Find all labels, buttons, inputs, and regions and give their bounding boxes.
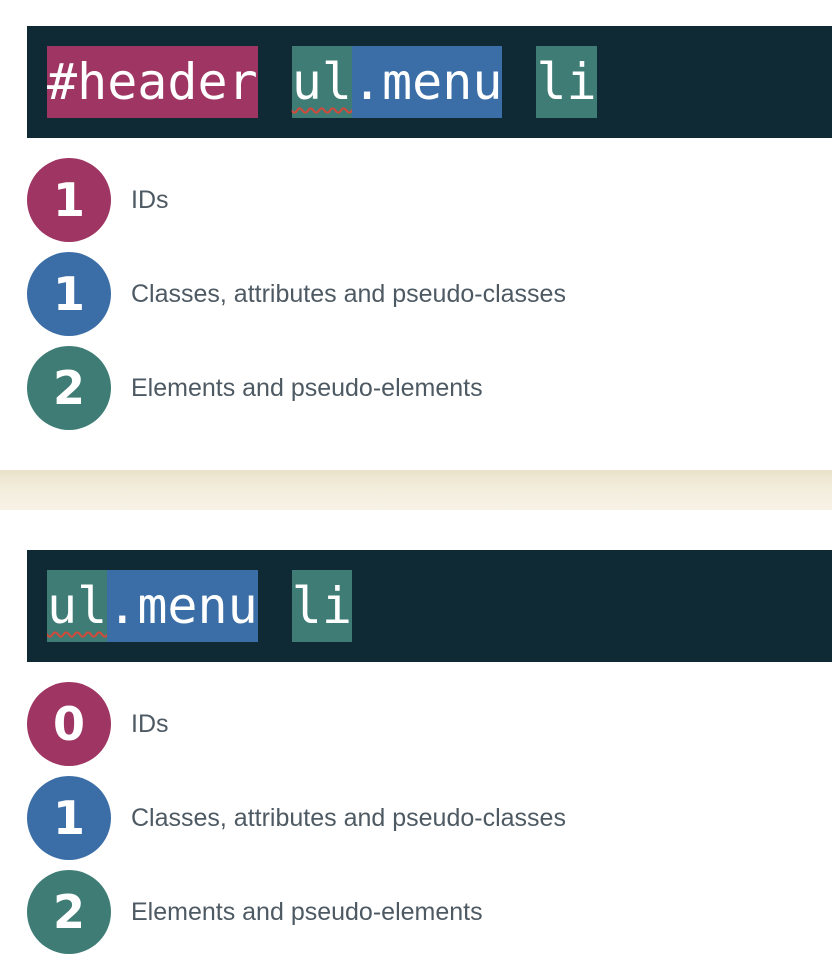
selector-token-element: li	[291, 570, 352, 642]
specificity-row-classes: 1 Classes, attributes and pseudo-classes	[27, 252, 566, 336]
selector-space	[502, 46, 536, 118]
classes-count-badge: 1	[27, 776, 111, 860]
elements-count-badge: 2	[27, 870, 111, 954]
specificity-row-ids: 1 IDs	[27, 158, 566, 242]
selector-token-class: .menu	[351, 46, 503, 118]
selector-token-element: ul	[291, 46, 352, 118]
ids-count-badge: 0	[27, 682, 111, 766]
ids-label: IDs	[131, 709, 169, 738]
specificity-row-elements: 2 Elements and pseudo-elements	[27, 870, 566, 954]
selector-space	[258, 46, 292, 118]
selector-token-id: #header	[47, 46, 258, 118]
specificity-example-2: ul .menu li 0 IDs 1 Classes, attributes …	[0, 510, 832, 978]
specificity-row-ids: 0 IDs	[27, 682, 566, 766]
section-divider	[0, 470, 832, 510]
specificity-list: 0 IDs 1 Classes, attributes and pseudo-c…	[27, 682, 566, 964]
specificity-row-elements: 2 Elements and pseudo-elements	[27, 346, 566, 430]
elements-label: Elements and pseudo-elements	[131, 897, 483, 926]
selector-space	[258, 570, 292, 642]
ids-count-badge: 1	[27, 158, 111, 242]
selector-line: #header ul .menu li	[47, 46, 597, 118]
elements-label: Elements and pseudo-elements	[131, 373, 483, 402]
elements-count-badge: 2	[27, 346, 111, 430]
selector-token-element: li	[536, 46, 597, 118]
selector-line: ul .menu li	[47, 570, 352, 642]
classes-label: Classes, attributes and pseudo-classes	[131, 279, 566, 308]
specificity-list: 1 IDs 1 Classes, attributes and pseudo-c…	[27, 158, 566, 440]
specificity-example-1: #header ul .menu li 1 IDs 1 Classes, att…	[0, 0, 832, 470]
selector-code-block: #header ul .menu li	[27, 26, 832, 138]
ids-label: IDs	[131, 185, 169, 214]
selector-token-element: ul	[47, 570, 108, 642]
classes-label: Classes, attributes and pseudo-classes	[131, 803, 566, 832]
selector-code-block: ul .menu li	[27, 550, 832, 662]
specificity-row-classes: 1 Classes, attributes and pseudo-classes	[27, 776, 566, 860]
selector-token-class: .menu	[107, 570, 258, 642]
classes-count-badge: 1	[27, 252, 111, 336]
